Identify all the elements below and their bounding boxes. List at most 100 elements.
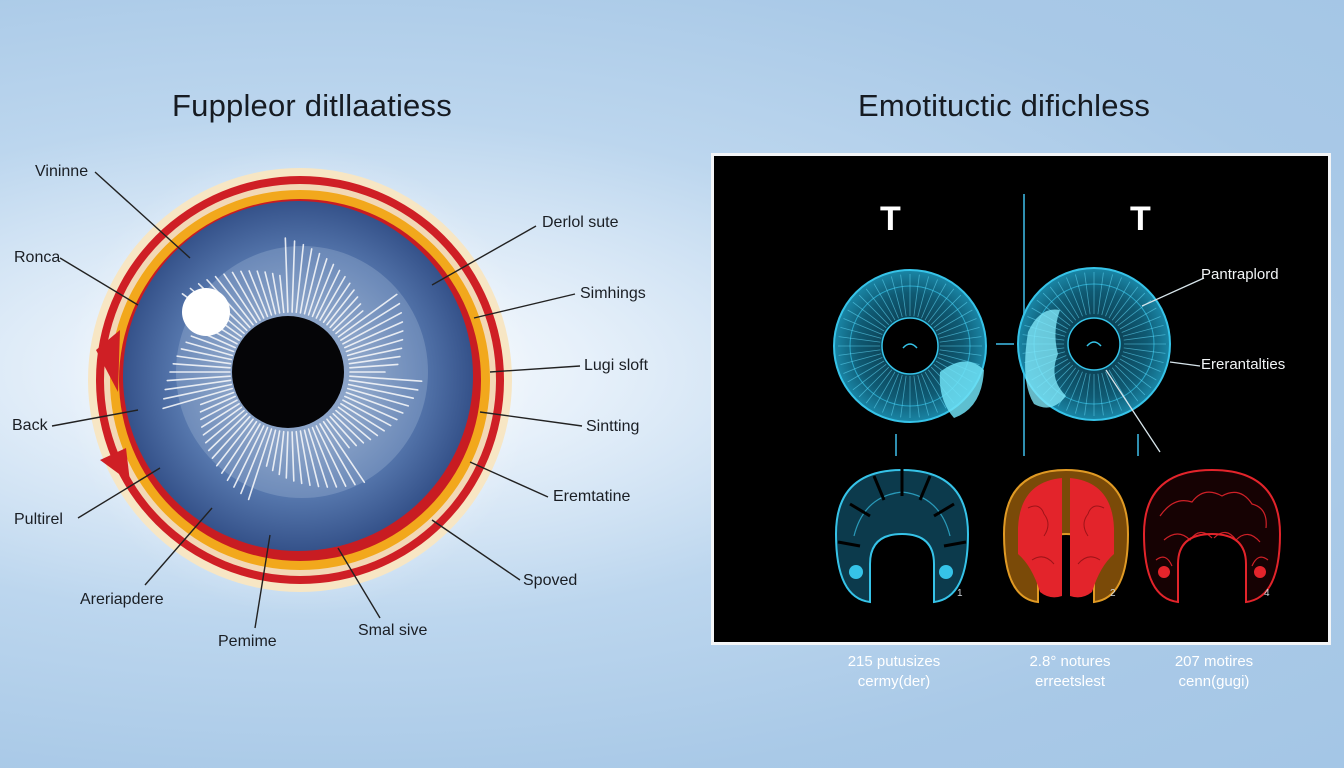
iris-ray xyxy=(199,391,235,406)
iris-ray xyxy=(271,430,281,472)
disc-ray xyxy=(1122,351,1164,364)
iris-ray xyxy=(319,423,356,486)
caption-3-line2: cenn(gugi) xyxy=(1178,673,1250,690)
caption-2: 2.8° notures erreetslest xyxy=(1000,652,1140,692)
label-derlol-sute: Derlol sute xyxy=(542,214,619,231)
disc-ray xyxy=(1097,272,1104,315)
iris-ray xyxy=(329,296,359,329)
iris-ray xyxy=(344,395,398,421)
label-pantraplord: Pantraplord xyxy=(1201,266,1279,283)
eye-highlight xyxy=(182,288,230,336)
disc-ray xyxy=(838,336,881,343)
disc-ray xyxy=(933,301,968,329)
caption-2-line1: 2.8° notures xyxy=(1029,653,1111,670)
scan-graphics xyxy=(833,194,1282,604)
iris-ray xyxy=(347,347,403,361)
iris-ray xyxy=(337,406,379,437)
iris-ray xyxy=(326,418,350,449)
disc-ray xyxy=(1123,347,1166,354)
disc-ray xyxy=(1042,292,1074,324)
disc-ray xyxy=(1111,286,1139,321)
disc-ray xyxy=(843,357,883,374)
iris-ray xyxy=(337,293,398,338)
leader-ronca xyxy=(59,257,139,306)
iris-ray xyxy=(185,341,234,357)
disc-ray xyxy=(924,283,947,321)
disc-ray xyxy=(939,336,982,343)
disc-ray xyxy=(847,309,885,332)
label-simhings: Simhings xyxy=(580,285,646,302)
label-spoved: Spoved xyxy=(523,572,578,589)
disc-ray xyxy=(840,353,882,366)
label-smal-sive: Smal sive xyxy=(358,622,428,639)
t-marker-left: T xyxy=(880,200,901,238)
iris-ray xyxy=(322,420,366,484)
iris-ray xyxy=(315,425,347,487)
iris-ray xyxy=(226,423,261,482)
caption-2-line2: erreetslest xyxy=(1034,673,1106,690)
disc-ray xyxy=(937,318,977,335)
disc-ray xyxy=(924,371,947,409)
eye-notch-upper xyxy=(96,330,120,392)
disc-ray xyxy=(1097,373,1104,416)
leader-smal-sive xyxy=(337,547,381,619)
iris-ray xyxy=(345,391,404,414)
iris-ray xyxy=(223,273,258,324)
iris-ray xyxy=(190,335,235,353)
disc-ray xyxy=(1066,371,1083,411)
scan-brain-cyan xyxy=(834,468,970,604)
iris-ray xyxy=(233,425,265,488)
iris-ray xyxy=(332,412,365,444)
iris-ray xyxy=(207,412,248,452)
disc-ray xyxy=(852,363,887,391)
iris-ray xyxy=(248,270,269,318)
disc-ray xyxy=(900,274,907,317)
iris-ray xyxy=(349,375,423,383)
iris-ray xyxy=(220,420,258,474)
iris-ray xyxy=(285,431,289,479)
disc-ray xyxy=(890,276,903,318)
label-vininne: Vininne xyxy=(35,163,89,180)
iris-ray xyxy=(240,426,269,495)
disc-ray xyxy=(1084,373,1091,416)
label-areriapdere: Areriapdere xyxy=(80,591,164,608)
iris-ray xyxy=(163,383,233,400)
iris-ray xyxy=(349,363,399,369)
iris-ray xyxy=(231,271,261,321)
iris-ray xyxy=(176,355,232,365)
disc-ray xyxy=(1074,274,1087,316)
disc-ray xyxy=(938,326,980,339)
iris-ray xyxy=(329,415,358,447)
iris-ray xyxy=(348,379,419,391)
disc-ray xyxy=(1066,277,1083,317)
disc-ray xyxy=(858,294,890,326)
leader-pemime xyxy=(254,534,271,629)
disc-ray xyxy=(1105,277,1122,317)
caption-3-line1: 207 motires xyxy=(1174,653,1254,670)
disc-ray xyxy=(873,283,896,321)
iris-ray xyxy=(247,428,273,501)
iris-ray xyxy=(307,258,328,316)
caption-3: 207 motires cenn(gugi) xyxy=(1144,652,1284,692)
iris-ray xyxy=(199,395,236,413)
iris-ray xyxy=(319,275,346,321)
disc-ray xyxy=(873,371,896,409)
iris-ray xyxy=(342,399,392,427)
disc-ray xyxy=(1049,286,1077,321)
scan-brain-orange xyxy=(1002,468,1130,604)
disc-ray xyxy=(935,309,973,332)
disc-ray xyxy=(913,375,920,418)
disc-ray xyxy=(1114,364,1146,396)
disc-ray xyxy=(865,288,893,323)
disc-ray xyxy=(865,369,893,404)
iris-ray xyxy=(340,402,385,432)
disc-ray xyxy=(1122,324,1164,337)
iris-ray xyxy=(164,379,232,391)
disc-ray xyxy=(900,375,907,418)
disc-ray xyxy=(1108,281,1131,319)
scan-number-2: 2 xyxy=(1110,588,1116,599)
disc-ray xyxy=(1105,371,1122,411)
disc-ray xyxy=(921,279,938,319)
label-sintting: Sintting xyxy=(586,418,640,435)
caption-1-line2: cermy(der) xyxy=(857,673,931,690)
